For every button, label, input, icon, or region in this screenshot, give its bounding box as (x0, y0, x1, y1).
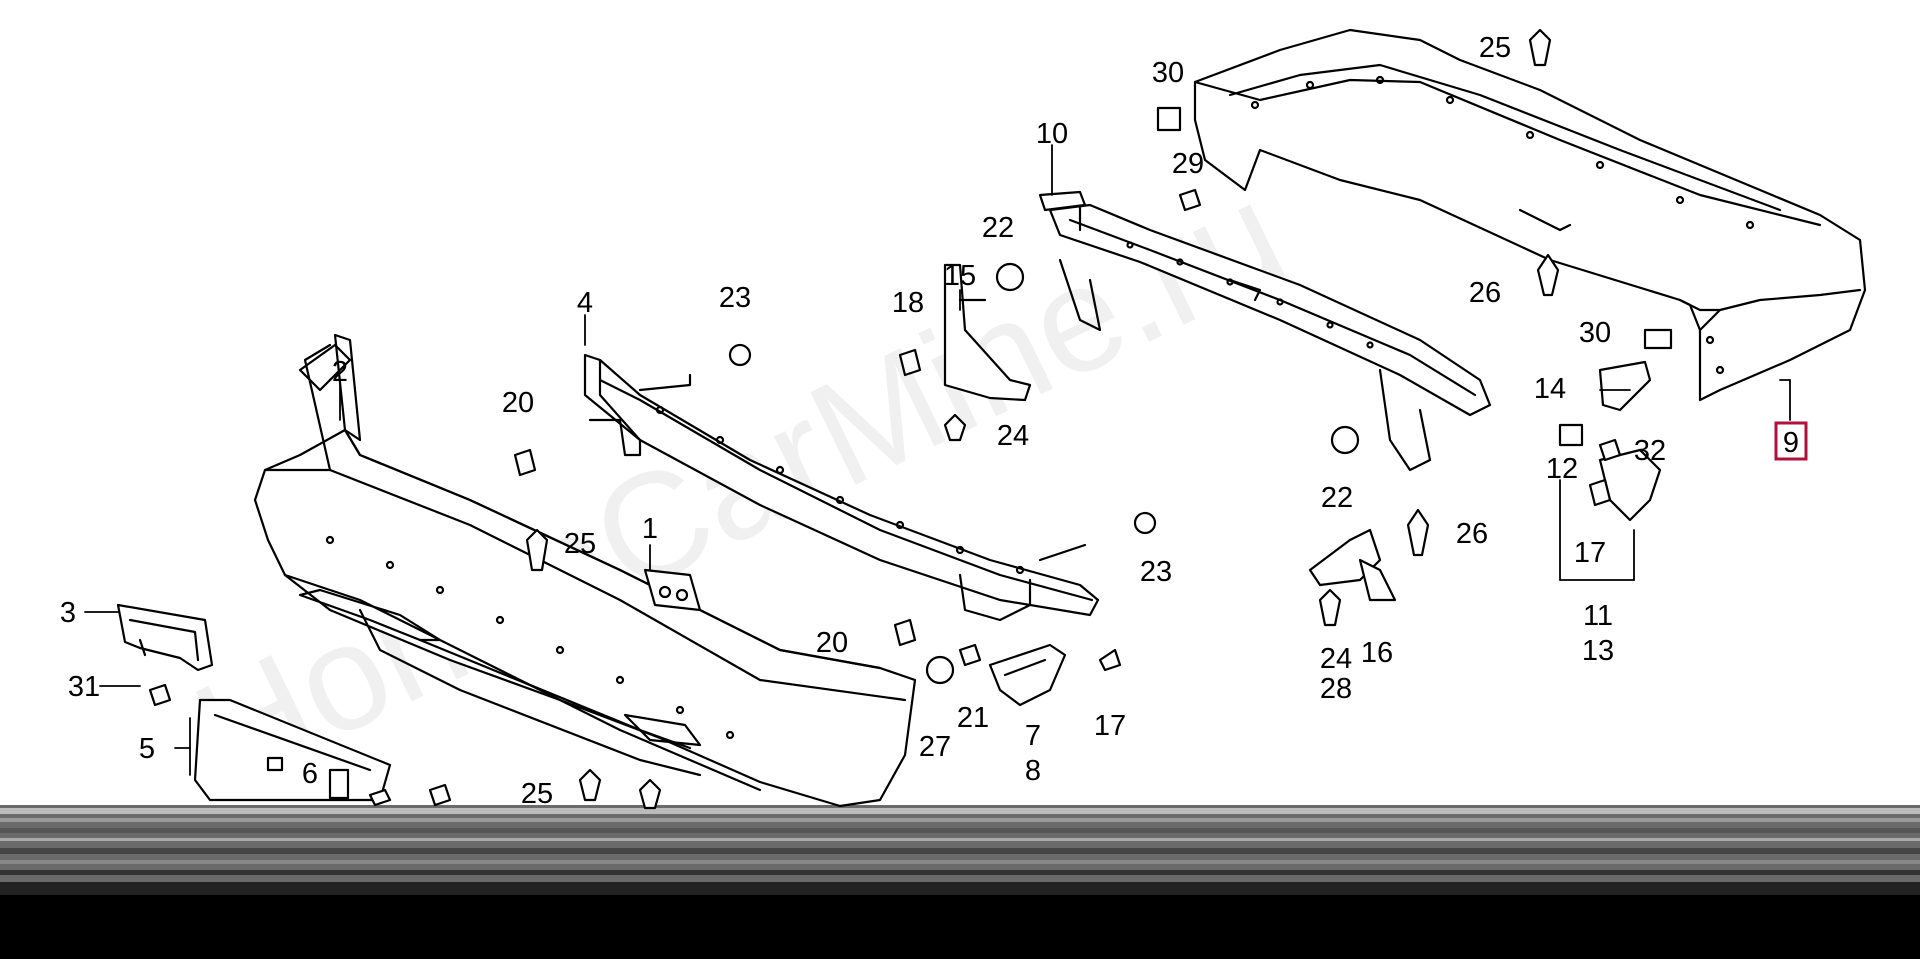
callout-24: 24 (997, 420, 1029, 452)
callout-26b: 26 (1456, 518, 1488, 550)
push-rivet-icon (1536, 253, 1560, 297)
callout-28: 28 (1320, 673, 1352, 705)
screw-icon (148, 683, 172, 707)
screw-icon (1598, 438, 1622, 462)
push-rivet-icon (1528, 28, 1552, 67)
callout-30: 30 (1152, 57, 1184, 89)
bolt-icon (898, 348, 922, 377)
stay-part-16 (1308, 528, 1397, 602)
callout-20b: 20 (816, 627, 848, 659)
callout-22: 22 (982, 212, 1014, 244)
leader-lines (84, 144, 1791, 776)
screw-icon (368, 788, 392, 807)
callout-3: 3 (60, 597, 76, 629)
fastener-icons (148, 28, 1673, 810)
front-spacer-part-1 (643, 568, 702, 612)
callout-14: 14 (1534, 373, 1566, 405)
bolt-icon (893, 618, 917, 647)
push-rivet-icon (943, 413, 967, 442)
screw-icon (1178, 188, 1202, 212)
callout-9: 9 (1783, 427, 1799, 459)
callout-17b: 17 (1574, 537, 1606, 569)
bracket-part-7-8 (988, 643, 1067, 707)
callout-labels: 2 4 23 20 25 1 3 31 5 6 25 10 22 15 18 2… (60, 32, 1799, 810)
callout-25c: 25 (1479, 32, 1511, 64)
callout-7: 7 (1025, 720, 1041, 752)
front-bumper-face (253, 333, 917, 808)
bracket-part-15 (943, 263, 1032, 402)
bolt-icon (513, 448, 537, 477)
callout-8: 8 (1025, 755, 1041, 787)
nut-icon (1330, 425, 1360, 455)
callout-18: 18 (892, 287, 924, 319)
bracket-part-14 (1598, 360, 1652, 412)
push-rivet-icon (578, 768, 602, 802)
nut-icon (925, 655, 955, 685)
callout-4: 4 (577, 287, 593, 319)
nut-icon (1133, 511, 1157, 535)
screw-icon (428, 783, 452, 807)
callout-17: 17 (1094, 710, 1126, 742)
rear-bumper-reinforcement (1038, 190, 1492, 472)
callout-1: 1 (642, 513, 658, 545)
clip-icon (1643, 328, 1673, 350)
callout-10: 10 (1036, 118, 1068, 150)
scan-noise-strip (0, 805, 1920, 895)
callout-15: 15 (944, 260, 976, 292)
screw-icon (958, 643, 982, 667)
callout-26: 26 (1469, 277, 1501, 309)
screw-icon (1588, 478, 1612, 507)
side-bracket-part-3 (116, 603, 214, 672)
front-bumper-reinforcement (583, 353, 1100, 622)
push-rivet-icon (525, 528, 549, 572)
callout-6: 6 (302, 758, 318, 790)
clip-icon (1558, 423, 1584, 447)
callout-5: 5 (139, 733, 155, 765)
callout-23: 23 (719, 282, 751, 314)
clip-icon (1156, 106, 1182, 132)
callout-32: 32 (1634, 435, 1666, 467)
callout-20: 20 (502, 387, 534, 419)
callout-23b: 23 (1140, 556, 1172, 588)
callout-31: 31 (68, 671, 100, 703)
callout-27: 27 (919, 731, 951, 763)
callout-25b: 25 (521, 778, 553, 810)
push-rivet-icon (1406, 508, 1430, 557)
nut-icon (995, 262, 1025, 292)
nut-icon (728, 343, 752, 367)
callout-29: 29 (1172, 148, 1204, 180)
callout-22b: 22 (1321, 482, 1353, 514)
callout-13: 13 (1582, 635, 1614, 667)
callout-30b: 30 (1579, 317, 1611, 349)
callout-16: 16 (1361, 637, 1393, 669)
push-rivet-icon (638, 778, 662, 810)
callout-21: 21 (957, 702, 989, 734)
callout-2: 2 (332, 356, 348, 388)
callout-24b: 24 (1320, 643, 1352, 675)
callout-25: 25 (564, 528, 596, 560)
rear-bumper-face (1193, 28, 1867, 402)
callout-11: 11 (1583, 600, 1613, 632)
callout-12: 12 (1546, 453, 1578, 485)
highlight-box (1774, 421, 1808, 461)
push-rivet-icon (1318, 588, 1342, 627)
screw-icon (1098, 648, 1122, 672)
